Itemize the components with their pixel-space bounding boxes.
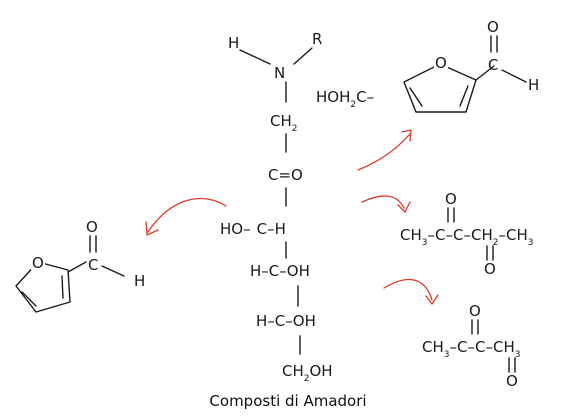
hmf-ring-o: O xyxy=(435,54,447,72)
arrow-to-hmf xyxy=(357,133,411,171)
hmf-ring-ald-bond xyxy=(475,65,495,81)
arrow-to-furfural-head xyxy=(145,221,159,236)
pentanedione-o-top: O xyxy=(445,190,457,208)
hmf-ring-double-bond-2 xyxy=(459,85,469,107)
reaction-arrows xyxy=(145,129,439,305)
butanedione-o-bottom: O xyxy=(506,372,518,390)
figure-caption: Composti di Amadori xyxy=(209,392,367,410)
furfural-structure: O O C H xyxy=(15,218,145,313)
pentanedione-structure: O CH3–C–C–CH2–CH3 O xyxy=(400,190,533,278)
amine-h-label: H xyxy=(228,34,239,52)
furfural-ring-ald-bond xyxy=(67,261,87,273)
furfural-ring-o: O xyxy=(32,254,44,272)
hmf-ring-double-bond-1 xyxy=(409,87,423,107)
nitrogen-label: N xyxy=(274,64,285,82)
arrow-to-butanedione-head xyxy=(425,294,439,305)
hmf-c-h-bond xyxy=(501,69,527,83)
pentanedione-o-bottom: O xyxy=(484,260,496,278)
furfural-c-h-bond xyxy=(101,265,125,277)
arrow-to-pentanedione-head xyxy=(397,201,411,213)
hmf-ald-c: C xyxy=(488,56,498,74)
arrow-to-butanedione xyxy=(383,278,433,301)
furfural-ald-o: O xyxy=(86,218,98,236)
h-n-bond xyxy=(239,49,271,65)
arrow-to-hmf-head xyxy=(401,129,412,142)
r-n-bond xyxy=(293,47,313,65)
hmf-ald-h: H xyxy=(528,76,539,94)
arrow-to-furfural xyxy=(147,197,227,233)
butanedione-chain: CH3–C–C–CH3 xyxy=(422,338,520,360)
furfural-o-mask xyxy=(31,254,45,270)
hmf-structure: HOH2C– O O C H xyxy=(316,18,539,113)
arrow-to-pentanedione xyxy=(361,195,405,209)
butanedione-o-top: O xyxy=(469,302,481,320)
carbonyl-label: C=O xyxy=(268,166,303,184)
c5-row: H–C–OH xyxy=(256,312,316,330)
butanedione-structure: O CH3–C–C–CH3 O xyxy=(422,302,520,390)
c4-row: H–C–OH xyxy=(250,262,310,280)
furfural-ald-c: C xyxy=(88,256,98,274)
furfural-ring-double-bond-1 xyxy=(21,291,37,307)
c3-row: HO–C–H xyxy=(220,220,286,238)
hmf-ald-o: O xyxy=(487,18,499,36)
hoh2c-label: HOH2C– xyxy=(316,88,374,110)
amadori-structure: H R N CH2 C=O HO–C–H H–C–OH H–C–OH CH2OH xyxy=(220,30,333,384)
ch2oh-label: CH2OH xyxy=(282,362,333,384)
furfural-ald-h: H xyxy=(134,272,145,290)
ch2-label: CH2 xyxy=(270,112,298,134)
amine-r-label: R xyxy=(312,30,322,48)
furfural-ring-double-bond-2 xyxy=(61,275,64,299)
pentanedione-chain: CH3–C–C–CH2–CH3 xyxy=(400,226,533,248)
hmf-o-mask xyxy=(434,54,448,70)
